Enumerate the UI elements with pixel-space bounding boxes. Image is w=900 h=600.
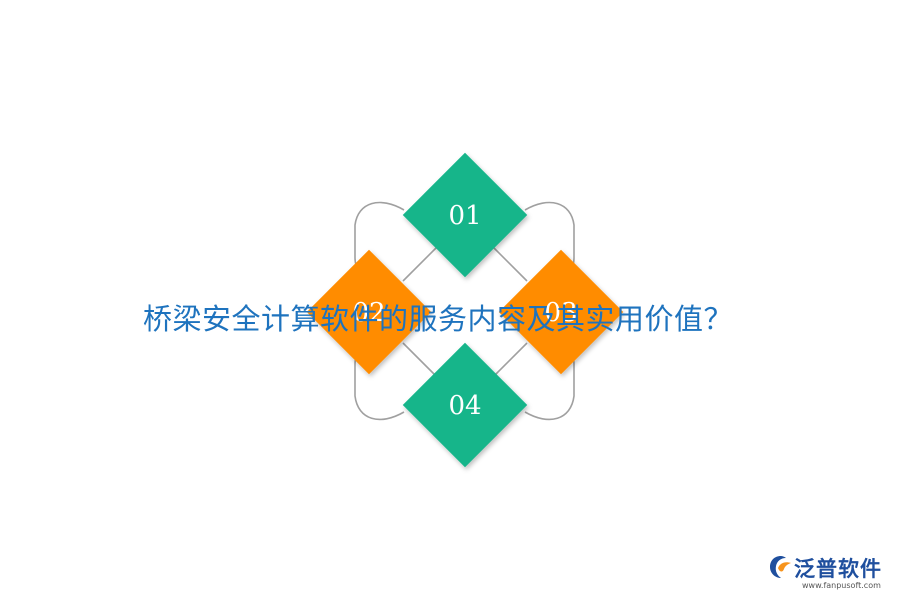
diamond-03-label: 03 [544,298,577,328]
page-title: 桥梁安全计算软件的服务内容及其实用价值？ [143,302,734,336]
logo-url: www.fanpusoft.com [802,581,881,590]
diamond-02 [306,249,432,375]
diamond-04-label: 04 [448,391,481,421]
diamond-01-label: 01 [448,201,481,231]
diamond-04 [402,342,528,468]
brand-logo: 泛普软件 www.fanpusoft.com [768,552,893,594]
logo-name: 泛普软件 [794,557,882,581]
diamond-03 [498,249,624,375]
logo-icon [770,556,791,578]
diamond-02-label: 02 [352,298,385,328]
diamond-01 [402,152,528,278]
